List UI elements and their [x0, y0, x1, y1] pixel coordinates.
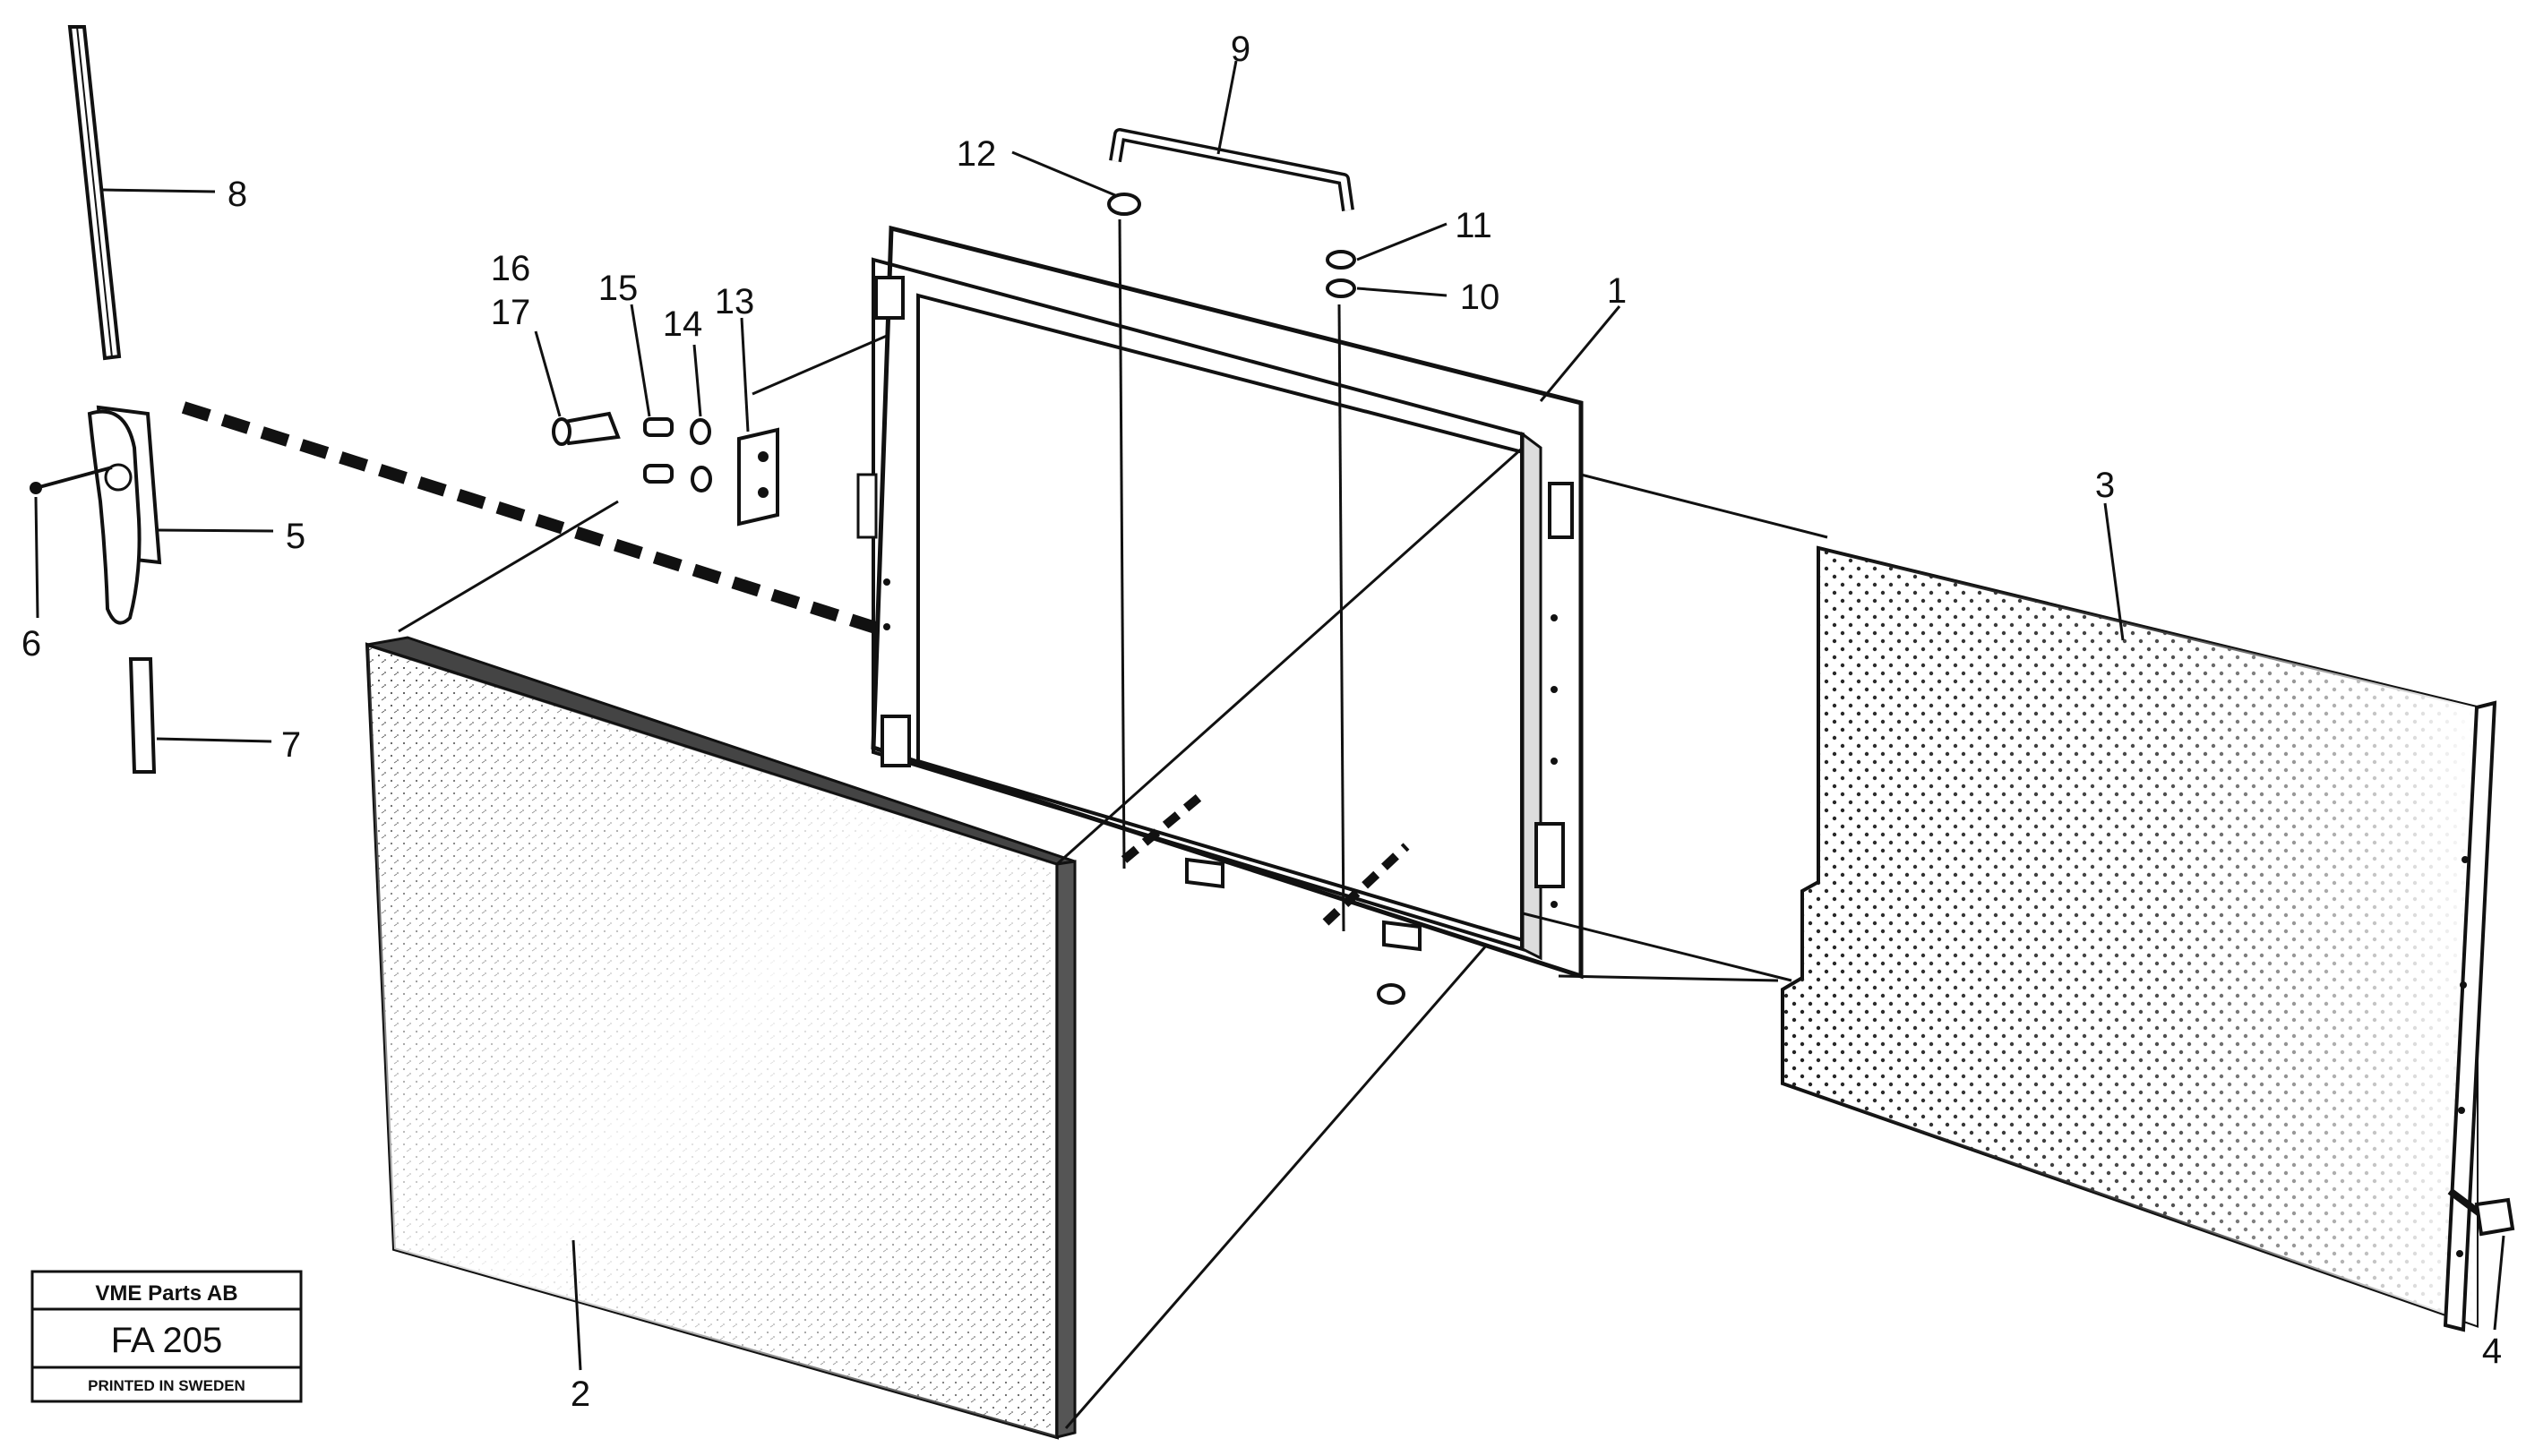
callout-17: 17 — [491, 293, 531, 332]
door-handle — [30, 405, 162, 625]
company-name: VME Parts AB — [95, 1281, 237, 1306]
carry-handle — [1109, 128, 1354, 211]
drawing-code: FA 205 — [111, 1321, 223, 1360]
screw — [2447, 1187, 2515, 1237]
callout-6: 6 — [21, 624, 41, 664]
assembly-guides — [398, 218, 1828, 1429]
callout-leaders — [34, 60, 2505, 1371]
callout-12: 12 — [957, 134, 997, 174]
callout-7: 7 — [281, 725, 301, 765]
frame-clips — [1185, 857, 1422, 1005]
callout-8: 8 — [228, 175, 247, 214]
callout-9: 9 — [1231, 30, 1250, 69]
callout-13: 13 — [715, 282, 755, 321]
callout-labels: 1 2 3 4 5 6 7 8 9 10 11 12 13 14 15 16 1… — [21, 30, 2502, 1414]
bolt-assembly — [552, 411, 779, 527]
callout-1: 1 — [1607, 271, 1627, 311]
washers — [1107, 193, 1356, 298]
perforated-cover — [1781, 545, 2497, 1332]
bottom-dash-marks — [1121, 789, 1410, 926]
rod-lower — [128, 657, 157, 774]
rod-upper — [67, 25, 122, 361]
callout-15: 15 — [598, 269, 639, 308]
filter-panel — [365, 636, 1077, 1440]
callout-5: 5 — [286, 517, 305, 556]
callout-16: 16 — [491, 249, 531, 288]
callout-2: 2 — [571, 1375, 590, 1414]
callout-10: 10 — [1460, 278, 1500, 317]
callout-14: 14 — [663, 304, 703, 344]
callout-11: 11 — [1455, 206, 1492, 245]
callout-4: 4 — [2482, 1332, 2502, 1371]
callout-3: 3 — [2095, 466, 2115, 505]
printed-note: PRINTED IN SWEDEN — [88, 1377, 245, 1394]
title-block: VME Parts AB FA 205 PRINTED IN SWEDEN — [30, 1270, 303, 1403]
